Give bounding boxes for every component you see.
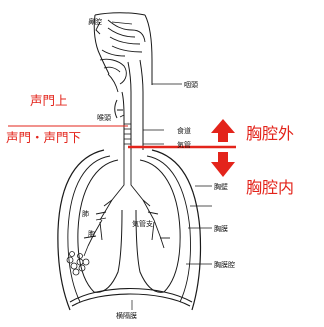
label-bronchus: 気管支 [132, 219, 153, 228]
head-outline [94, 13, 152, 85]
label-pharynx: 咽頭 [184, 81, 198, 89]
left-lung [78, 160, 122, 292]
label-diaphragm: 横隔膜 [116, 311, 137, 320]
chest-wall-outline [58, 150, 201, 310]
bronchial-tree [84, 150, 170, 248]
label-lung: 肺 [82, 210, 89, 218]
trachea-rings [124, 124, 131, 144]
annotation-supraglottic: 声門上 [30, 93, 68, 108]
larynx-shape [115, 100, 123, 118]
up-arrow-icon [211, 119, 235, 142]
annotation-intrathoracic: 胸腔内 [246, 178, 294, 197]
label-nasal-cavity: 鼻腔 [88, 17, 102, 26]
label-alveoli: 胞 [88, 229, 95, 238]
label-trachea: 気管 [177, 140, 191, 149]
pharynx-tube [122, 60, 143, 150]
diaphragm [70, 289, 192, 307]
label-pleural-cavity: 胸膜腔 [214, 260, 235, 269]
down-arrow-icon [211, 152, 235, 177]
nasal-cavity-shape [96, 20, 145, 56]
label-chest-wall: 胸壁 [214, 182, 228, 191]
annotation-glottic-subglottic: 声門・声門下 [6, 130, 81, 145]
label-esophagus: 食道 [177, 126, 191, 135]
annotation-extrathoracic: 胸腔外 [246, 124, 294, 143]
label-pleura: 胸膜 [214, 224, 228, 233]
label-larynx: 喉頭 [97, 113, 111, 122]
